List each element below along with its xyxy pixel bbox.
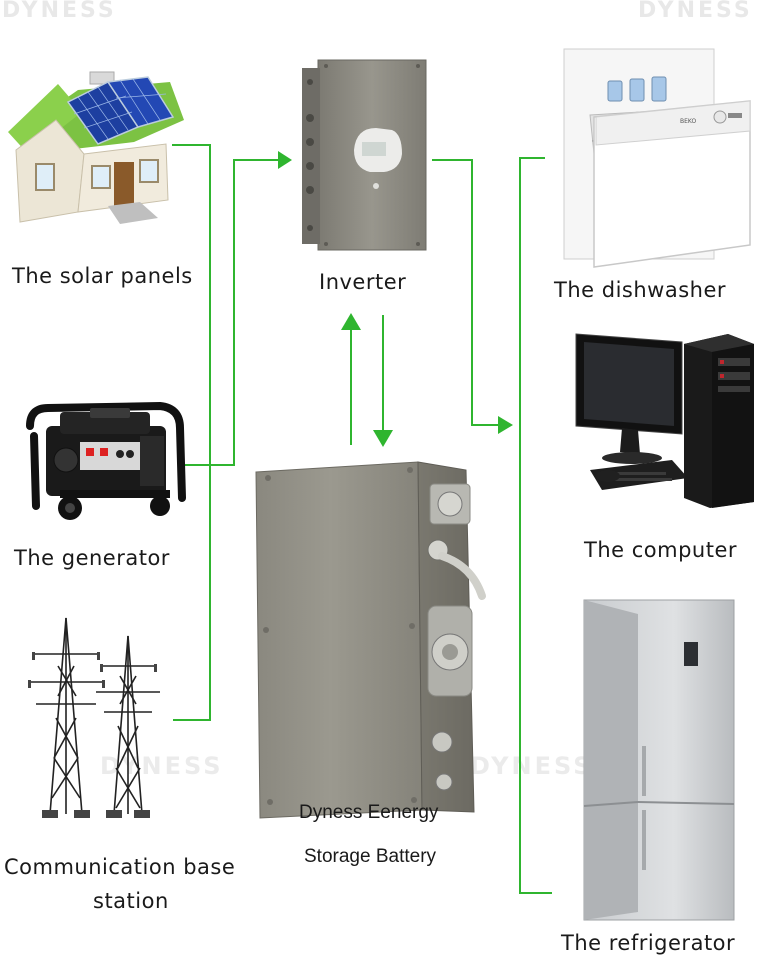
solar-house-icon xyxy=(8,71,184,224)
battery-icon xyxy=(255,461,486,819)
arrow-right-to-inverter xyxy=(278,151,292,169)
battery-label-line2: Storage Battery xyxy=(304,846,437,867)
inverter-label: Inverter xyxy=(319,270,407,294)
computer-icon xyxy=(575,333,754,508)
watermark-top-left: DYNESS xyxy=(2,0,117,23)
arrow-right-to-loads xyxy=(498,416,513,434)
refrigerator-label: The refrigerator xyxy=(561,931,736,955)
grid-label-line2: station xyxy=(93,889,169,913)
solar-panels-label: The solar panels xyxy=(12,264,193,288)
dishwasher-icon: BEKO xyxy=(563,48,751,268)
watermark-top-right: DYNESS xyxy=(638,0,753,23)
arrow-up-to-inverter xyxy=(341,313,361,330)
refrigerator-icon xyxy=(583,599,735,921)
inverter-to-loads-connector xyxy=(432,159,500,426)
transmission-tower-icon xyxy=(28,617,160,818)
watermark-middle-right: DYNESS xyxy=(470,752,594,780)
inverter-icon xyxy=(302,59,427,251)
dishwasher-label: The dishwasher xyxy=(554,278,726,302)
svg-text:BEKO: BEKO xyxy=(680,118,697,125)
generator-connector xyxy=(185,159,278,466)
generator-label: The generator xyxy=(14,546,170,570)
computer-label: The computer xyxy=(584,538,738,562)
loads-bus xyxy=(519,157,552,894)
battery-label-line1: Dyness Eenergy xyxy=(299,802,439,823)
generator-icon xyxy=(26,401,186,520)
grid-label-line1: Communication base xyxy=(4,855,236,879)
arrow-down-to-battery xyxy=(373,430,393,447)
solar-connector xyxy=(172,144,211,721)
